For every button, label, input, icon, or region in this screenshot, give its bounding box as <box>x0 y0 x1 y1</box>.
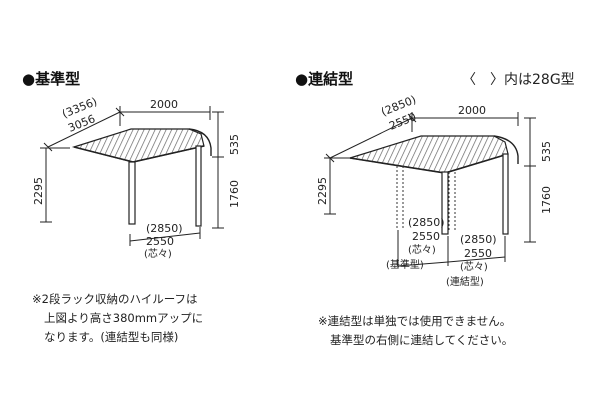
linked-total-height-label: 2295 <box>316 177 329 205</box>
basic-post-spacing-center-label: (芯々) <box>144 247 172 260</box>
linked-roof <box>349 135 519 174</box>
linked-roof-height-label: 535 <box>540 141 553 162</box>
linked-spacing1-center-label: (芯々) <box>408 243 436 256</box>
linked-basic-unit-ghost <box>396 166 456 232</box>
basic-note-line: 上図より高さ380mmアップに <box>44 311 204 325</box>
linked-spacing2-center-label: (芯々) <box>460 260 488 273</box>
linked-spacing-dimensions <box>397 230 506 268</box>
linked-spacing1-label: 2550 <box>412 230 440 243</box>
linked-roof-height-dimension <box>524 117 536 167</box>
linked-legend: 〈 〉内は28G型 <box>462 72 575 88</box>
basic-post-spacing-label: 2550 <box>146 235 174 248</box>
linked-title: ●連結型 <box>295 70 353 88</box>
linked-spacing1-alt-label: (2850) <box>408 216 445 229</box>
linked-post-height-label: 1760 <box>540 186 553 214</box>
basic-roof <box>71 128 212 166</box>
basic-post-height-label: 1760 <box>228 180 241 208</box>
basic-width-dimension <box>119 106 211 126</box>
basic-title: ●基準型 <box>22 70 80 88</box>
basic-posts <box>128 145 202 227</box>
basic-post-spacing-alt-label: (2850) <box>146 222 183 235</box>
linked-posts <box>441 153 509 235</box>
basic-total-height-label: 2295 <box>32 177 45 205</box>
linked-width-dimension <box>411 112 519 132</box>
linked-note-line: 基準型の右側に連結してください。 <box>330 333 514 347</box>
basic-roof-height-label: 535 <box>228 134 241 155</box>
basic-notes: ※2段ラック収納のハイルーフは 上図より高さ380mmアップに なります。(連結… <box>32 290 203 347</box>
linked-notes: ※連結型は単独では使用できません。 基準型の右側に連結してください。 <box>318 312 513 350</box>
linked-spacing1-tag: (基準型) <box>386 258 424 271</box>
basic-post-height-dimension <box>212 157 224 229</box>
linked-note-line: ※連結型は単独では使用できません。 <box>318 314 512 328</box>
linked-spacing2-label: 2550 <box>464 247 492 260</box>
basic-post-spacing-dimension <box>129 227 201 246</box>
linked-total-height-dimension <box>324 157 350 215</box>
basic-note-line: ※2段ラック収納のハイルーフは <box>32 292 198 306</box>
basic-total-height-dimension <box>40 147 70 223</box>
basic-width-label: 2000 <box>150 98 178 111</box>
linked-width-label: 2000 <box>458 104 486 117</box>
linked-spacing2-alt-label: (2850) <box>460 233 497 246</box>
basic-roof-height-dimension <box>212 111 224 158</box>
basic-note-line: なります。(連結型も同様) <box>44 330 179 344</box>
linked-spacing2-tag: (連結型) <box>446 275 484 288</box>
linked-post-height-dimension <box>524 166 536 243</box>
